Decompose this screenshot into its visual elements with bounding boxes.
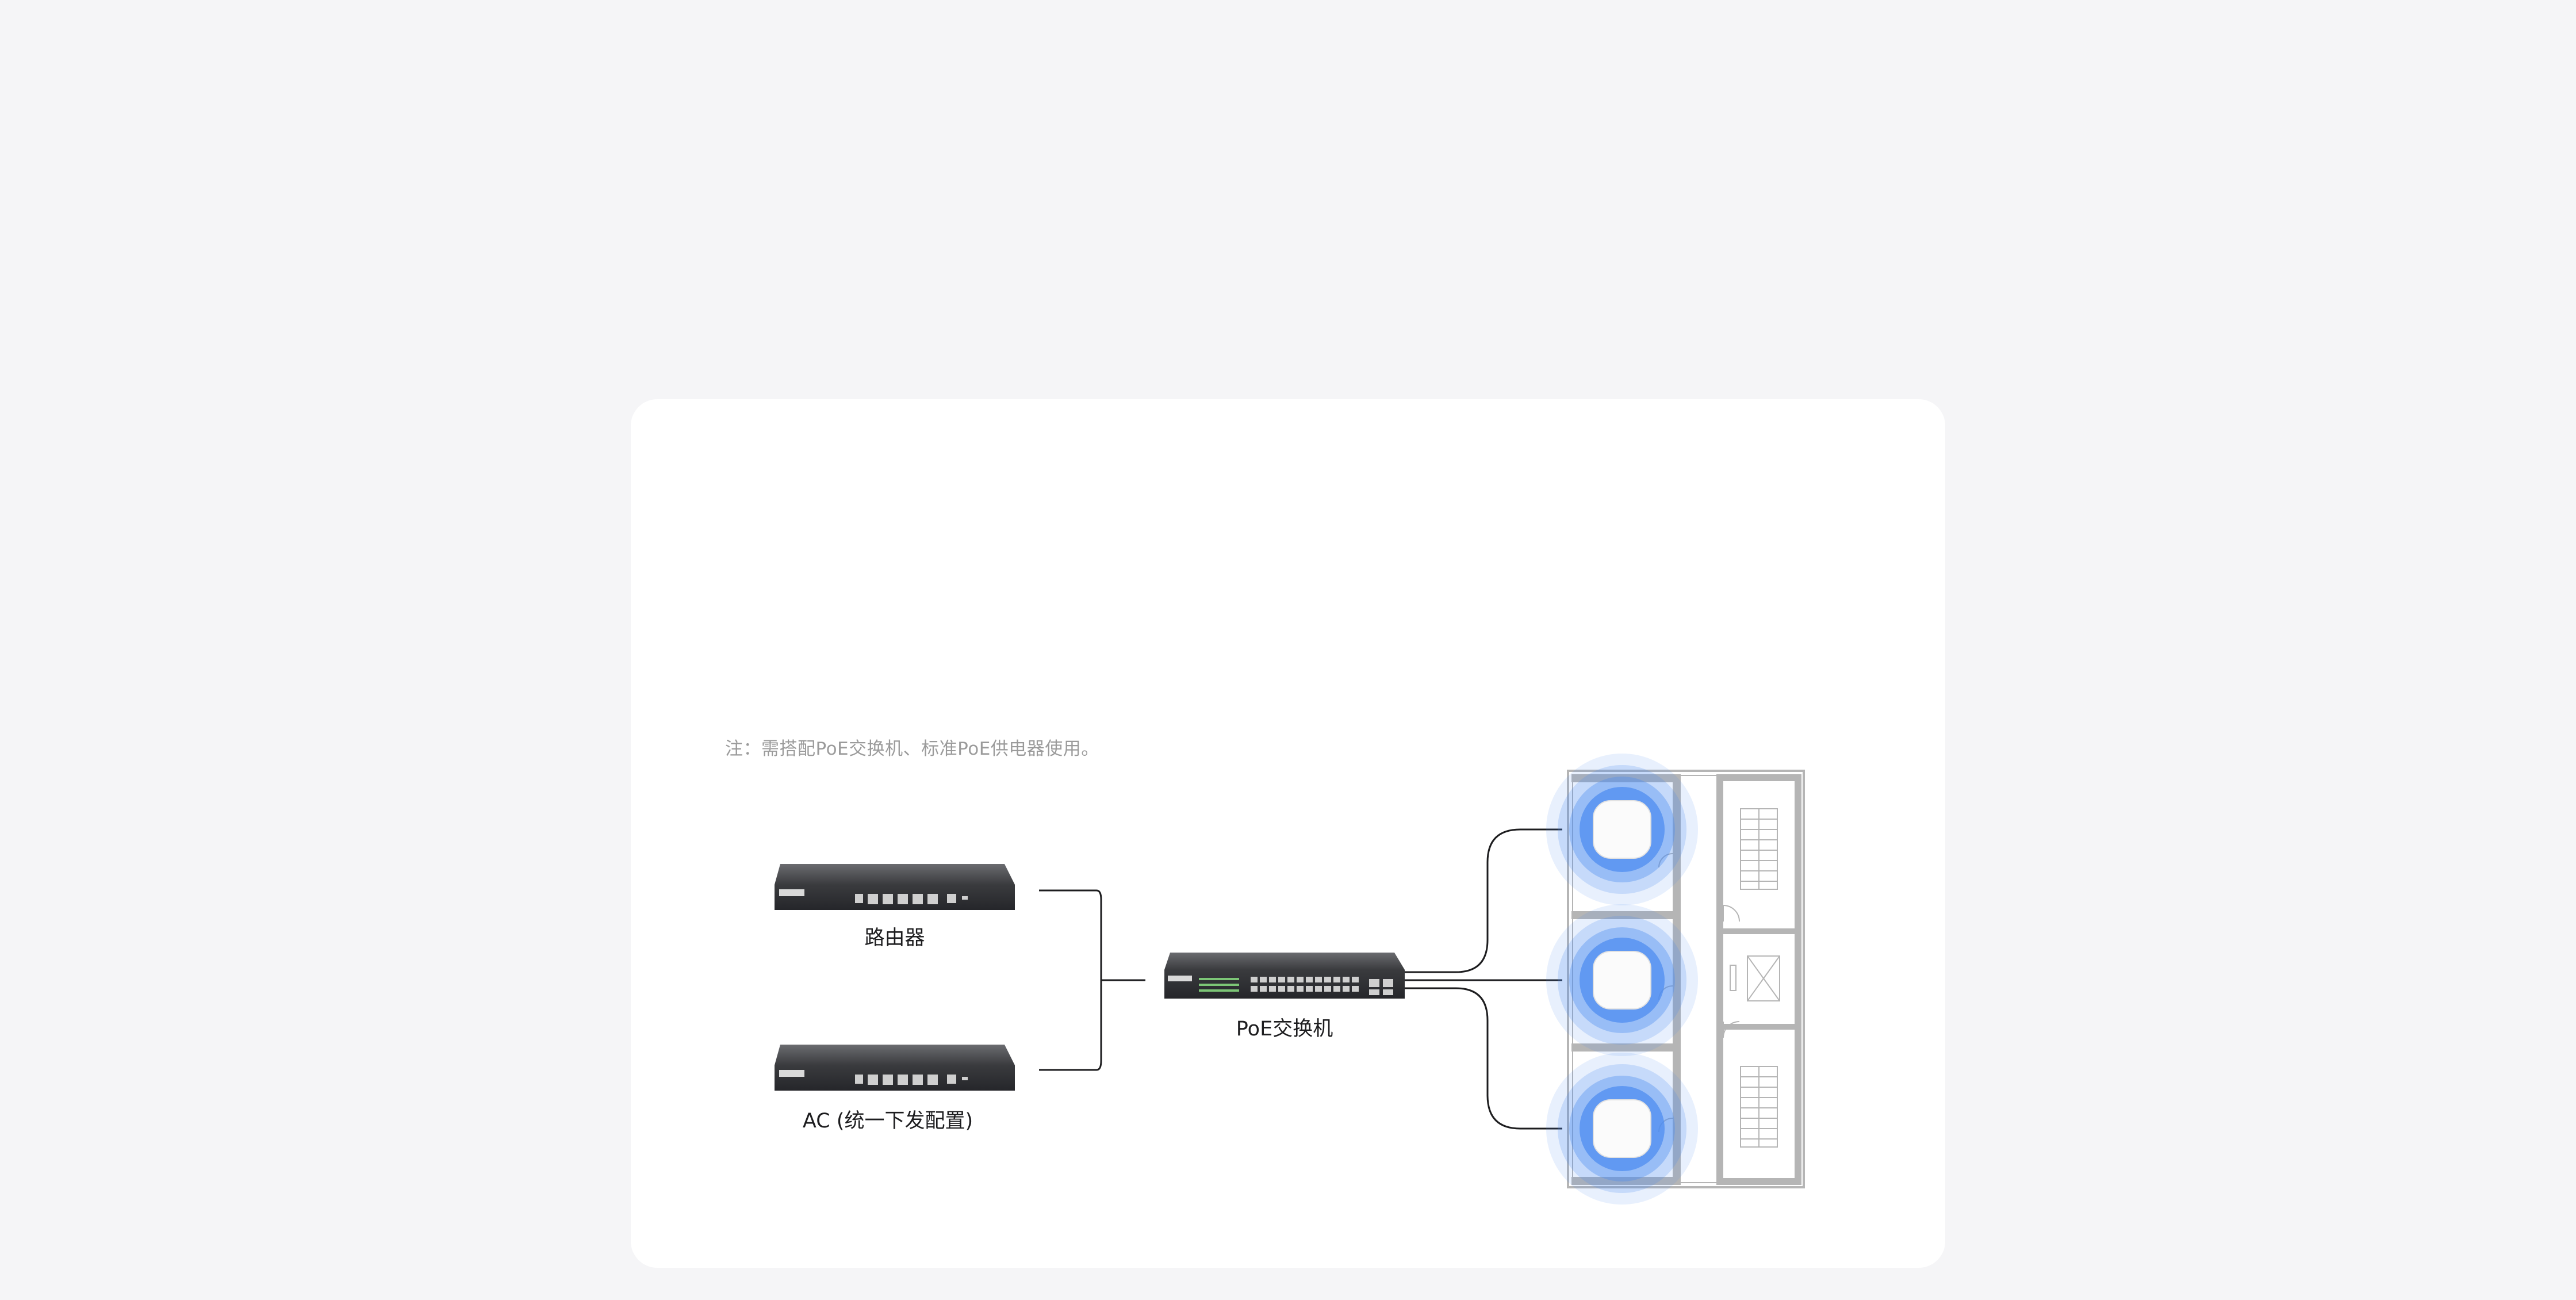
router-device: [775, 864, 1015, 910]
router-label: 路由器: [864, 927, 925, 950]
ac-device: [775, 1045, 1015, 1091]
link-lines-left: [1039, 889, 1145, 1071]
elevator: [1730, 955, 1780, 1001]
diagram-card: 注：需搭配PoE交换机、标准PoE供电器使用。: [631, 399, 1945, 1268]
ap-body: [1593, 951, 1651, 1010]
usage-note: 注：需搭配PoE交换机、标准PoE供电器使用。: [725, 739, 1099, 759]
switch-to-ap3-line: [1404, 987, 1562, 1130]
network-diagram: [775, 754, 1805, 1205]
brand-logo: [1168, 976, 1192, 981]
building-outline: [1567, 770, 1805, 1188]
stairs-bottom: [1740, 1066, 1778, 1148]
ap-body: [1593, 1099, 1651, 1158]
link-lines-right: [1404, 828, 1562, 1130]
ap-body: [1593, 800, 1651, 859]
poe-switch-label: PoE交换机: [1236, 1018, 1333, 1041]
bracket-line: [1039, 889, 1102, 1071]
stairs-top: [1740, 808, 1778, 890]
ac-label: AC (统一下发配置): [802, 1110, 973, 1133]
floor-plan: [1567, 770, 1805, 1188]
poe-switch-device: [1164, 953, 1405, 999]
access-point-2: [1546, 904, 1698, 1056]
access-point-3: [1546, 1053, 1698, 1205]
brand-logo: [779, 889, 804, 896]
brand-logo: [779, 1070, 804, 1077]
access-point-1: [1546, 754, 1698, 905]
switch-to-ap1-line: [1404, 828, 1562, 973]
